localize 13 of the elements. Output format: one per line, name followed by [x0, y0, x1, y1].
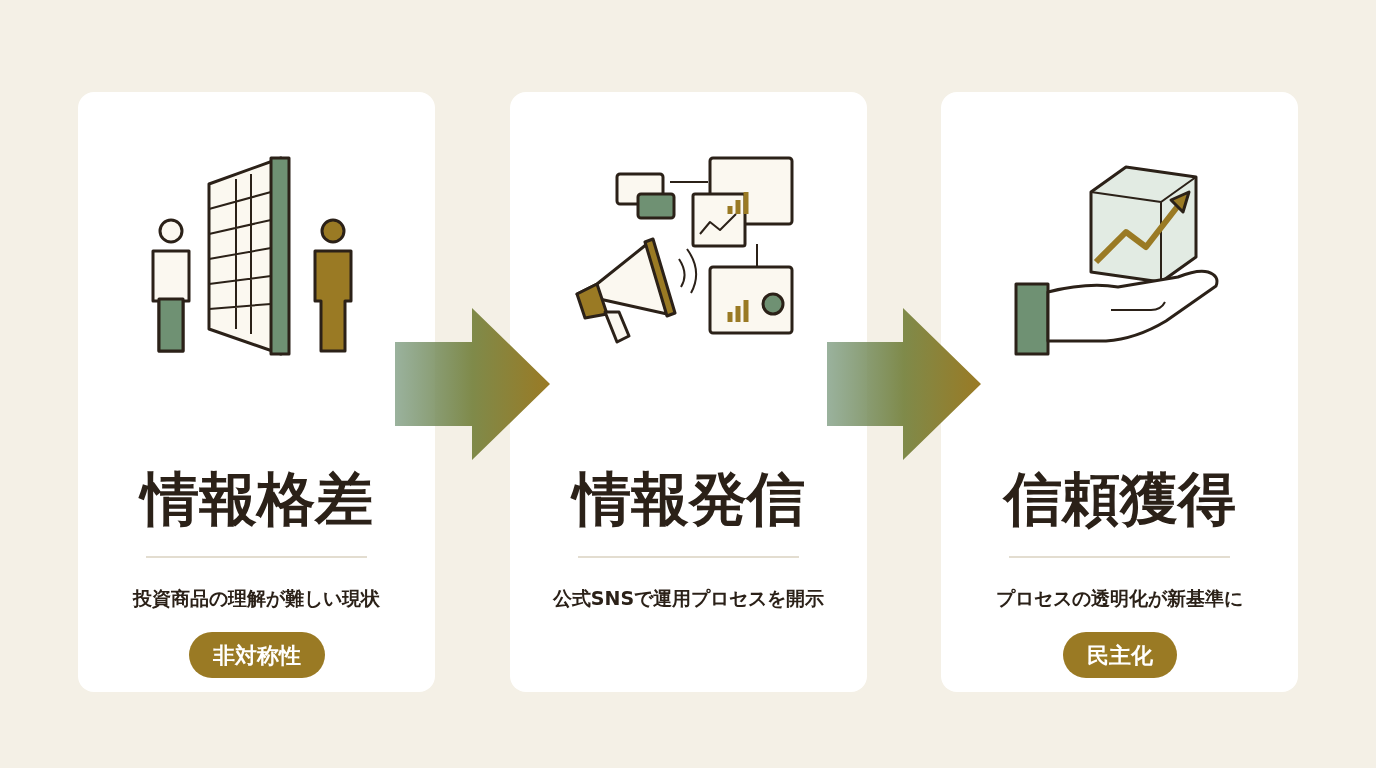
- step-title: 情報格差: [137, 470, 374, 528]
- keyword-pill: 非対称性: [188, 632, 325, 678]
- step-card: [941, 92, 1298, 692]
- step-description: プロセスの透明化が新基準に: [995, 586, 1244, 611]
- step-description: 投資商品の理解が難しい現状: [131, 586, 381, 611]
- flow-arrow: [395, 308, 550, 460]
- step-card: [510, 92, 867, 692]
- step-description: 公式SNSで運用プロセスを開示: [551, 586, 826, 611]
- step-title: 信頼獲得: [1001, 470, 1237, 528]
- step-title: 情報発信: [569, 470, 806, 528]
- keyword-pill: 民主化: [1062, 632, 1177, 678]
- flow-arrow: [827, 308, 981, 460]
- step-card: [78, 92, 435, 692]
